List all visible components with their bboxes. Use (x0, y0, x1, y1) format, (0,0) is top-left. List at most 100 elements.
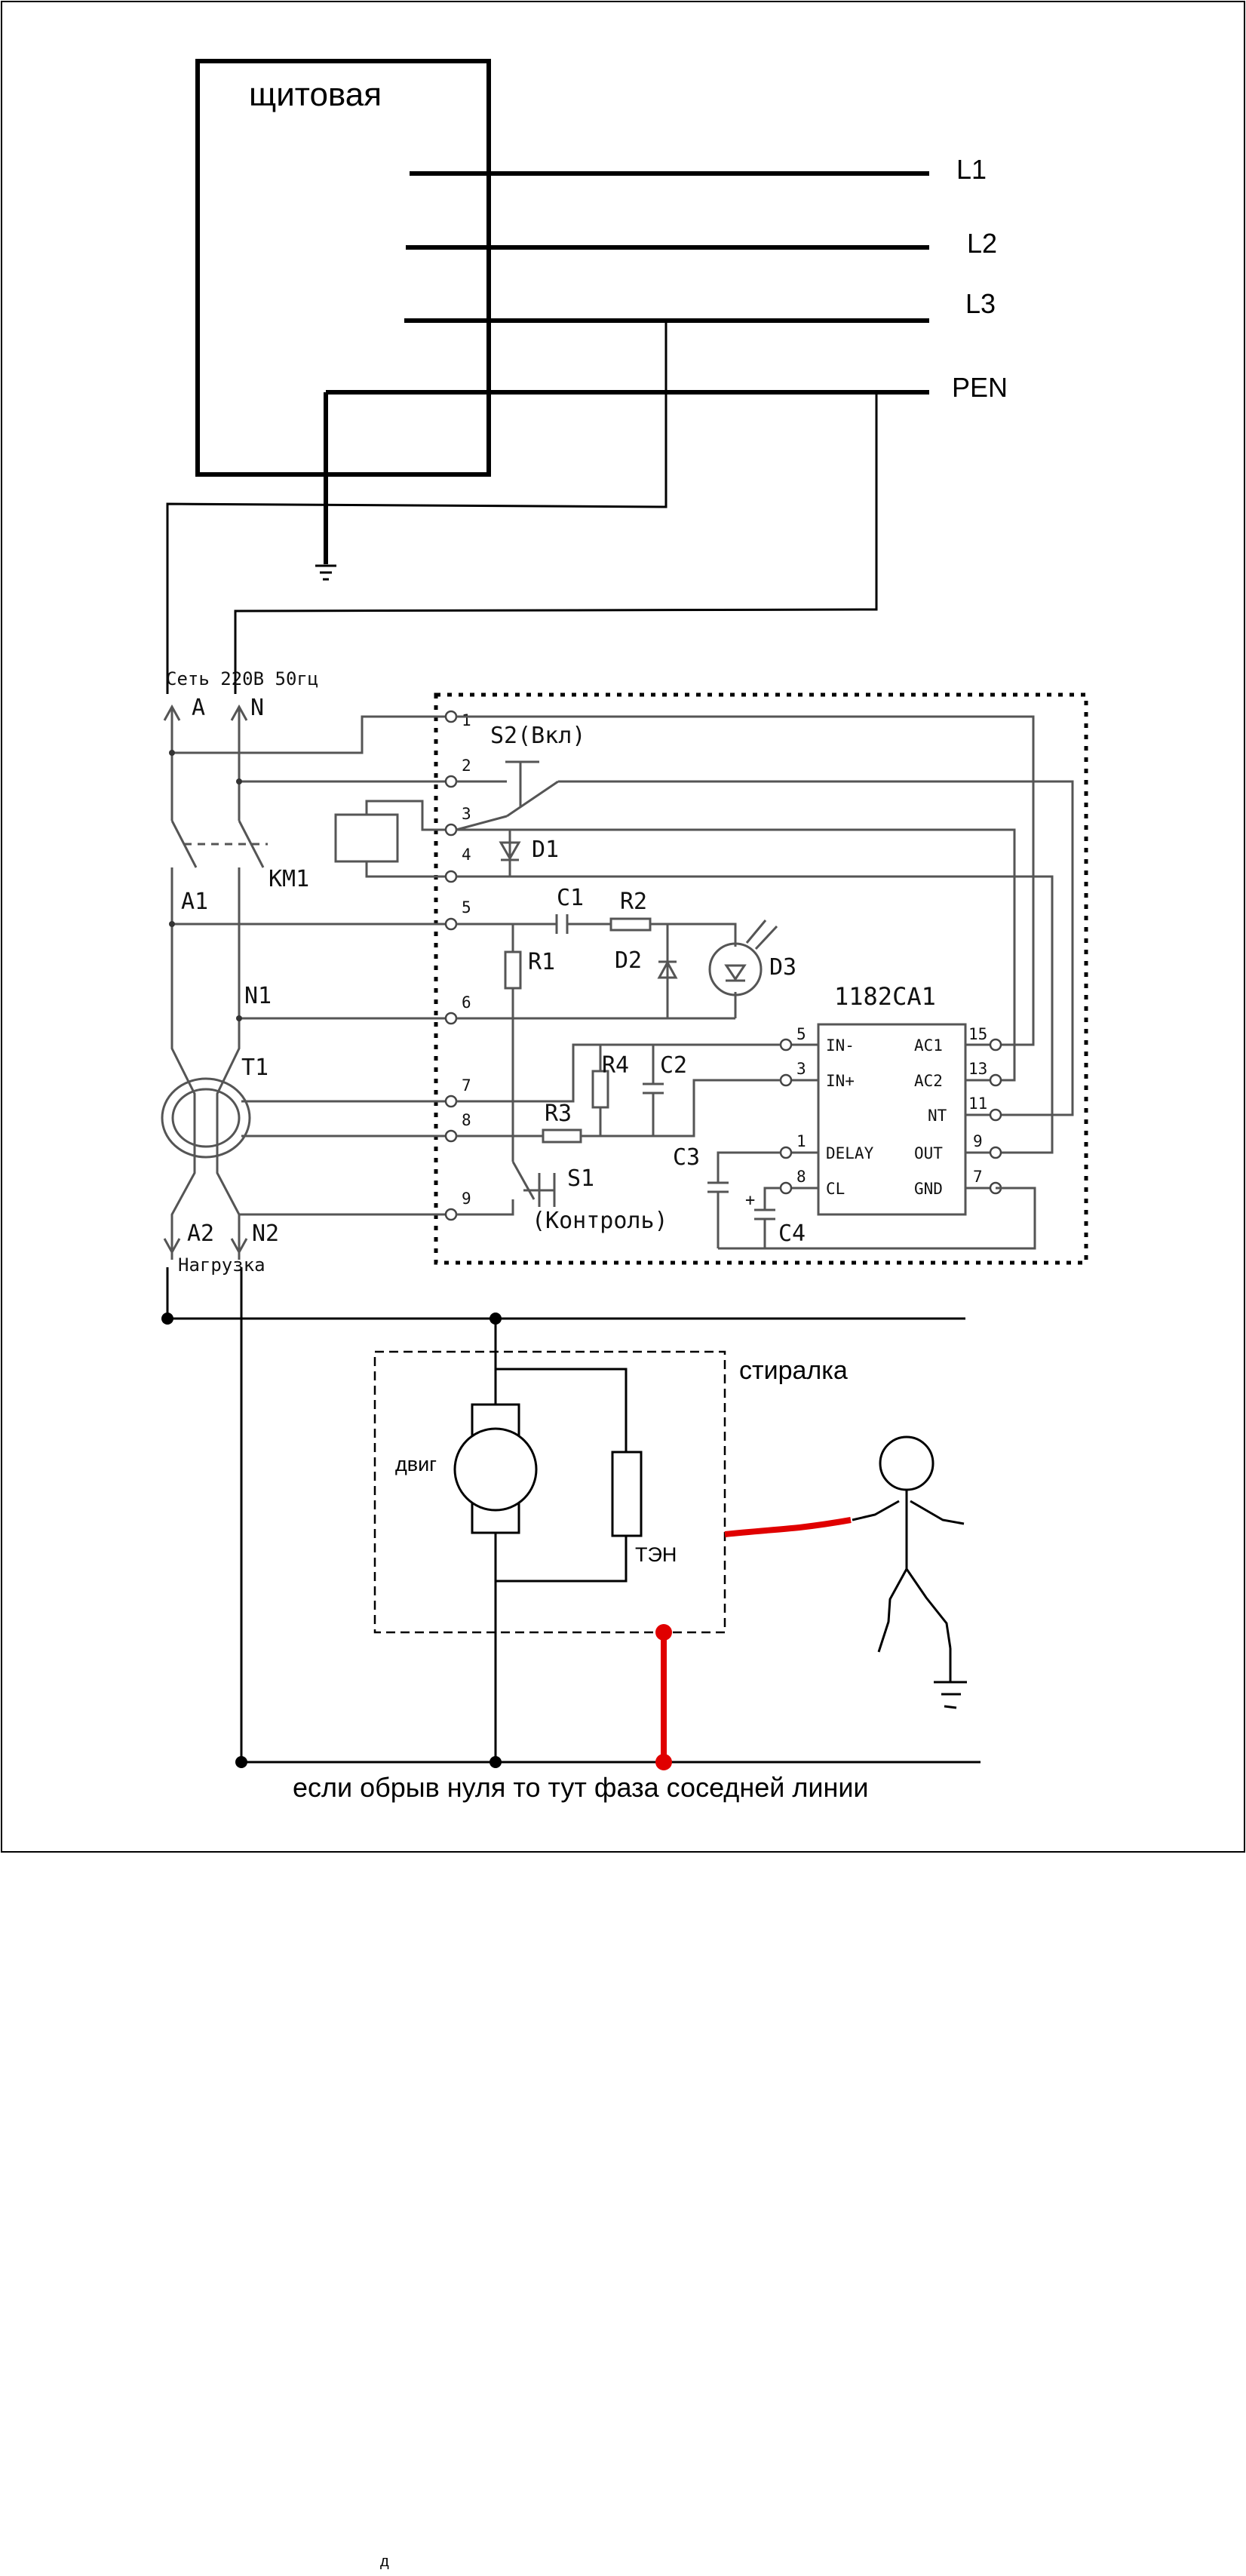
t1-core-outer (161, 1077, 251, 1159)
r3-label: R3 (545, 1101, 572, 1127)
panel-box (195, 59, 491, 477)
a2-label: A2 (187, 1220, 214, 1247)
ic-pin-number: 3 (796, 1060, 806, 1078)
ic-pin-terminal (989, 1146, 1002, 1159)
ic-pin-name: DELAY (826, 1144, 874, 1162)
ic-pin-terminal (779, 1073, 793, 1087)
motor-label: двиг (395, 1453, 437, 1475)
ic-pin-terminal (779, 1181, 793, 1195)
ic-pin-name: CL (826, 1180, 845, 1198)
distribution-panel: щитовая L1 L2 L3 PEN (166, 59, 1008, 694)
c4-label: C4 (778, 1220, 806, 1247)
r4-resistor (591, 1070, 609, 1109)
c3-label: C3 (673, 1144, 700, 1171)
module-enclosure (434, 692, 1088, 1265)
terminal-number: 3 (462, 805, 471, 823)
bus-l1-label: L1 (956, 154, 987, 185)
gnd-return (718, 1187, 1036, 1250)
c3-wire (717, 1151, 781, 1248)
neutral-n-label: N (250, 695, 264, 721)
d3-led-triangle (724, 964, 747, 981)
d3-label: D3 (769, 954, 796, 981)
ic-pin-number: 1 (796, 1132, 806, 1150)
junction-dot (236, 778, 242, 784)
terminal-number: 4 (462, 846, 471, 864)
s2-lower-wire (456, 815, 508, 831)
ic-pin-name: AC2 (914, 1072, 943, 1090)
terminal-number: 7 (462, 1076, 471, 1095)
terminal-block (444, 710, 458, 1221)
d1-diode-icon (499, 841, 521, 861)
terminal-number: 2 (462, 757, 471, 775)
d3-wire (668, 923, 737, 947)
s1-control-label: (Контроль) (532, 1208, 668, 1234)
km1-contact-n (238, 820, 265, 868)
c1-gap (557, 914, 567, 934)
ic-pin-terminal (779, 1038, 793, 1052)
footer-mark: д (380, 2553, 389, 2570)
junction-dot (169, 921, 175, 927)
coil-lead-bottom (365, 861, 451, 878)
ic-pin-name: GND (914, 1180, 943, 1198)
s1-wire (456, 1199, 514, 1216)
terminal-number: 1 (462, 711, 471, 729)
wire-t4-out (456, 875, 1054, 1154)
ic-pin-terminal (989, 1108, 1002, 1122)
ground-icon (315, 564, 336, 581)
c4-gap (754, 1210, 775, 1219)
s2-lever (506, 780, 559, 818)
ic-pin-name: IN- (826, 1036, 855, 1055)
n1-label: N1 (244, 983, 272, 1009)
c3-gap (707, 1183, 729, 1192)
d3-led-icon (708, 942, 763, 996)
ic-pin-terminal (989, 1073, 1002, 1087)
km1-label: KM1 (269, 866, 309, 892)
junction-dot (235, 1756, 247, 1768)
junction-dot (236, 1015, 242, 1021)
km1-coil (334, 813, 399, 863)
bus-l2-label: L2 (967, 228, 997, 259)
washer-enclosure (373, 1350, 726, 1634)
r4-label: R4 (602, 1052, 629, 1079)
ic-title: 1182СА1 (834, 982, 936, 1011)
ic-pin-name: NT (928, 1107, 947, 1125)
junction-dot (161, 1313, 173, 1325)
panel-title: щитовая (249, 76, 382, 113)
c2-label: C2 (660, 1052, 687, 1079)
d1-label: D1 (532, 837, 559, 863)
terminal-number: 6 (462, 993, 471, 1012)
d2-label: D2 (615, 947, 642, 974)
ic-pin-number: 7 (973, 1168, 983, 1186)
c2-gap (643, 1084, 664, 1093)
fault-note: если обрыв нуля то тут фаза соседней лин… (293, 1772, 869, 1803)
phase-in-arrow-icon (163, 704, 181, 721)
phase-tap-wire (166, 321, 668, 694)
ic-pin-number: 15 (968, 1025, 987, 1043)
d3-ray-2 (754, 925, 778, 950)
t1-label: T1 (241, 1055, 269, 1081)
r2-label: R2 (620, 889, 647, 915)
neutral-tap-wire (234, 392, 878, 694)
junction-dot (169, 750, 175, 756)
ic-pin-number: 9 (973, 1132, 983, 1150)
ic-pin-number: 5 (796, 1025, 806, 1043)
washer-label: стиралка (739, 1356, 848, 1385)
load-label: Нагрузка (178, 1254, 265, 1276)
r3-resistor (542, 1128, 582, 1144)
r2-resistor (609, 917, 652, 932)
terminal-number: 9 (462, 1190, 471, 1208)
wire-s2-nt (558, 780, 1074, 1116)
person-icon (852, 1435, 967, 1709)
ic-pin-terminal (989, 1038, 1002, 1052)
d3-ray-1 (745, 920, 767, 944)
a1-label: A1 (181, 889, 208, 915)
wire-t8-in (456, 1079, 781, 1138)
neutral-in-arrow-icon (230, 704, 248, 721)
heater-icon (611, 1451, 643, 1537)
ic-pin-name: OUT (914, 1144, 943, 1162)
terminal-number: 8 (462, 1111, 471, 1129)
c1-label: C1 (557, 885, 584, 911)
rcd-schematic: Сеть 220В 50гц A N KM1 (161, 668, 1088, 1276)
wire-t1 (172, 715, 451, 754)
coil-lead-top (365, 800, 451, 831)
